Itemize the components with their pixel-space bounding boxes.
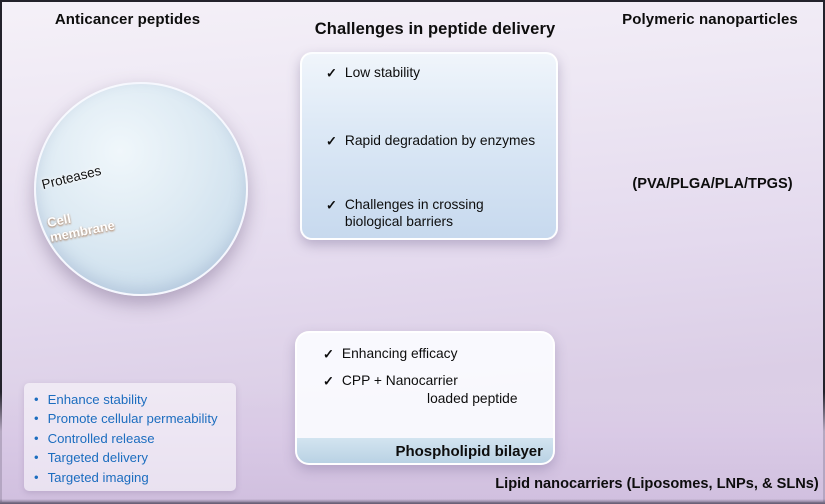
anticancer-peptide-illustration — [16, 26, 256, 86]
benefit-label: Targeted imaging — [47, 469, 149, 485]
cell-proteolysis-inset: Proteases Cell membrane — [34, 82, 248, 296]
solution-item-label: Enhancing efficacy — [341, 346, 458, 361]
challenges-title: Challenges in peptide delivery — [314, 20, 556, 38]
figure-bottom-edge — [0, 499, 825, 504]
challenges-panel: ✓ Low stability ✓ Rapid degradation by e… — [300, 52, 558, 240]
solution-panel: ✓ Enhancing efficacy ✓ CPP + Nanocarrier… — [295, 331, 555, 465]
polymeric-materials-caption: (PVA/PLGA/PLA/TPGS) — [632, 176, 793, 192]
benefit-item: • Targeted imaging — [34, 468, 230, 487]
challenge-item-label: Low stability — [344, 65, 421, 80]
solution-item-efficacy: ✓ Enhancing efficacy — [323, 345, 457, 362]
lipid-nanocarrier-small-illustration — [520, 380, 620, 480]
bullet-icon: • — [34, 469, 39, 485]
benefit-label: Promote cellular permeability — [47, 411, 218, 427]
corner-nanoparticle-illustration — [242, 326, 314, 394]
benefit-item: • Promote cellular permeability — [34, 409, 230, 428]
solution-item-cpp-line2: loaded peptide — [427, 391, 518, 406]
phospholipid-bilayer-strip — [297, 438, 553, 463]
challenge-item-degradation: ✓ Rapid degradation by enzymes — [326, 132, 535, 149]
benefit-item: • Controlled release — [34, 429, 230, 448]
challenge-peptide-illustration — [317, 84, 543, 130]
check-icon: ✓ — [326, 133, 337, 149]
benefits-panel: • Enhance stability • Promote cellular p… — [24, 383, 236, 491]
benefit-item: • Targeted delivery — [34, 448, 230, 467]
challenge-item-barriers: ✓ Challenges in crossing biological barr… — [326, 196, 503, 230]
benefit-item: • Enhance stability — [34, 390, 230, 409]
bullet-icon: • — [34, 410, 39, 426]
anticancer-peptides-title: Anticancer peptides — [54, 11, 201, 28]
bullet-icon: • — [34, 391, 39, 407]
liposome-large-illustration — [613, 314, 781, 482]
solution-item-cpp: ✓ CPP + Nanocarrier — [323, 372, 458, 389]
benefit-label: Targeted delivery — [47, 450, 148, 466]
check-icon: ✓ — [326, 197, 337, 213]
polymeric-nanoparticle-illustration — [638, 34, 788, 180]
challenge-item-label: Challenges in crossing biological barrie… — [344, 197, 484, 229]
benefit-label: Enhance stability — [47, 392, 148, 407]
phospholipid-bilayer-label: Phospholipid bilayer — [395, 443, 543, 460]
lipid-nanocarriers-caption: Lipid nanocarriers (Liposomes, LNPs, & S… — [495, 476, 819, 492]
check-icon: ✓ — [323, 346, 334, 362]
polymeric-nanoparticles-title: Polymeric nanoparticles — [622, 11, 798, 28]
check-icon: ✓ — [323, 373, 334, 389]
proteolysis-illustration — [36, 84, 245, 293]
challenge-item-low-stability: ✓ Low stability — [326, 64, 420, 81]
check-icon: ✓ — [326, 65, 337, 81]
bullet-icon: • — [34, 430, 39, 446]
bullet-icon: • — [34, 449, 39, 465]
solution-item-label: CPP + Nanocarrier — [341, 373, 458, 388]
benefit-label: Controlled release — [47, 430, 155, 446]
challenge-item-label: Rapid degradation by enzymes — [344, 133, 536, 148]
